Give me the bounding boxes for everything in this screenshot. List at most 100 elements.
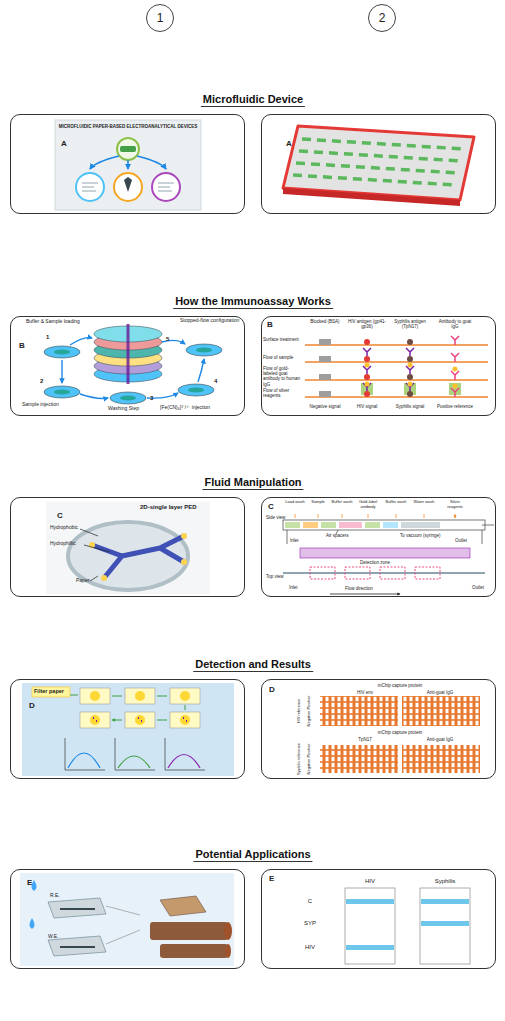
disc-assembly-illustration-part bbox=[110, 392, 146, 404]
figure-label: Flow of silver reagents bbox=[263, 388, 303, 398]
chip-illustration-part bbox=[283, 188, 460, 206]
sensor-fabrication-illustration-part bbox=[90, 715, 100, 725]
panel-letter: C bbox=[268, 502, 274, 511]
figure-label: Hydrophillic bbox=[50, 541, 76, 547]
overview-illustration-part bbox=[76, 173, 104, 201]
panel-letter: E bbox=[269, 874, 274, 883]
channel-schematic-part bbox=[339, 522, 362, 528]
overview-illustration-part bbox=[114, 173, 142, 201]
capture-array-illustration-part bbox=[398, 696, 402, 726]
overview-illustration-part bbox=[90, 156, 119, 169]
figure-label: Negative signal bbox=[305, 404, 345, 409]
paper-device-illustration-part bbox=[101, 575, 107, 581]
figure-label: C bbox=[308, 898, 312, 905]
figure-panel: E bbox=[261, 869, 496, 969]
figure-panel: A bbox=[261, 114, 496, 214]
disc-assembly-illustration-part bbox=[94, 326, 162, 342]
figure-label: Syphilis signal bbox=[390, 404, 430, 409]
figure-label: HIV signal bbox=[347, 404, 387, 409]
sensor-fabrication-illustration-part bbox=[80, 712, 110, 728]
figure-label: Flow of sample bbox=[263, 355, 303, 360]
channel-schematic-part bbox=[401, 522, 440, 528]
figure-label: Inlet bbox=[289, 585, 298, 590]
figure-label: MICROFLUIDIC PAPER-BASED ELECTROANALYTIC… bbox=[53, 124, 203, 129]
sensor-fabrication-illustration-part bbox=[80, 688, 110, 704]
sensor-fabrication-illustration-part bbox=[93, 718, 187, 721]
section-title: Potential Applications bbox=[193, 848, 312, 862]
sensor-fabrication-illustration-part bbox=[170, 688, 200, 704]
overview-illustration-part bbox=[55, 120, 201, 210]
sensor-fabrication-illustration-part bbox=[70, 695, 185, 720]
figure-label: HIV bbox=[305, 944, 315, 951]
sensor-fabrication-illustration-part bbox=[180, 715, 190, 725]
test-strip-illustration-part bbox=[346, 899, 394, 904]
figure-label: Silver reagents bbox=[442, 500, 468, 509]
assay-steps-illustration-part bbox=[365, 382, 370, 387]
test-strip-illustration-part bbox=[421, 921, 469, 926]
sensor-fabrication-illustration-part bbox=[170, 712, 200, 728]
channel-schematic-part bbox=[283, 572, 485, 574]
figure-label: Anti-goat IgG bbox=[427, 737, 454, 742]
panel-letter: C bbox=[57, 511, 63, 520]
assay-steps-illustration-part bbox=[364, 374, 370, 380]
paper-device-illustration-part bbox=[92, 536, 184, 578]
figure-label: [Fe(CN)₆]³⁻/⁴⁻ injection bbox=[160, 405, 210, 411]
assay-steps-illustration-part bbox=[305, 345, 488, 397]
paper-device-illustration-part bbox=[181, 559, 187, 565]
figure-panel: E bbox=[10, 869, 245, 969]
channel-schematic-part bbox=[345, 567, 370, 579]
figure-label: 1 bbox=[46, 334, 49, 341]
figure-label: Detection zone bbox=[360, 560, 390, 565]
channel-schematic-part bbox=[383, 522, 398, 528]
sensor-fabrication-illustration-part bbox=[22, 683, 234, 776]
panel-letter: E bbox=[27, 878, 32, 887]
disc-assembly-illustration-part bbox=[186, 344, 222, 356]
figure-label: Antibody to goat IgG bbox=[435, 319, 475, 329]
channel-schematic-part bbox=[330, 594, 400, 595]
disc-assembly-illustration-part bbox=[54, 390, 70, 395]
sensor-fabrication-illustration-part bbox=[118, 756, 150, 768]
figure-label: 4 bbox=[214, 378, 217, 385]
disc-assembly-illustration-part bbox=[94, 358, 162, 374]
assay-steps-illustration-part bbox=[364, 356, 370, 362]
assay-steps-illustration bbox=[305, 336, 488, 397]
figure-label: Blocked (BSA) bbox=[305, 319, 345, 324]
figure-label: 5 bbox=[166, 336, 169, 343]
wearable-sensor-illustration-part bbox=[150, 922, 228, 940]
test-strip-illustration-part bbox=[420, 888, 470, 964]
disc-assembly-illustration-part bbox=[61, 360, 62, 383]
assay-steps-illustration-part bbox=[363, 348, 414, 391]
figure-label: Air spacers bbox=[326, 533, 349, 538]
disc-assembly-illustration-part bbox=[94, 342, 162, 358]
assay-steps-illustration-part bbox=[407, 391, 413, 397]
sensor-fabrication-illustration bbox=[22, 683, 234, 776]
assay-steps-illustration-part bbox=[451, 336, 459, 397]
panel-letter: B bbox=[267, 320, 273, 329]
chip-illustration bbox=[283, 126, 474, 206]
figure-label: TpN17 bbox=[358, 737, 372, 742]
figure-label: Flow of gold-labeled goat antibody to hu… bbox=[263, 366, 303, 387]
sensor-fabrication-illustration-part bbox=[68, 753, 100, 768]
channel-schematic-part bbox=[415, 567, 440, 579]
disc-assembly-illustration-part bbox=[198, 359, 204, 382]
figure-label: Surface treatment bbox=[263, 337, 303, 342]
disc-assembly-illustration-part bbox=[44, 346, 80, 358]
channel-schematic-part bbox=[380, 567, 405, 579]
disc-assembly-illustration-part bbox=[94, 350, 162, 366]
capture-array-illustration-part bbox=[320, 696, 480, 726]
channel-schematic-part bbox=[283, 520, 485, 530]
overview-illustration-part bbox=[82, 183, 174, 191]
test-strip-illustration bbox=[345, 888, 470, 964]
figure-label: SYP bbox=[304, 920, 316, 927]
figure-panel: B bbox=[10, 316, 245, 416]
figure-label: Washing Step bbox=[108, 406, 139, 412]
assay-steps-illustration-part bbox=[319, 339, 331, 345]
paper-device-illustration-part bbox=[181, 533, 187, 539]
overview-illustration-part bbox=[137, 156, 166, 169]
wearable-sensor-illustration-part bbox=[225, 944, 231, 958]
figure-label: Buffer & Sample loading bbox=[26, 319, 96, 325]
overview-illustration bbox=[55, 120, 201, 210]
chip-illustration-part bbox=[293, 139, 464, 185]
figure-label: Paper bbox=[76, 578, 89, 584]
figure-label: 3 bbox=[150, 395, 153, 402]
